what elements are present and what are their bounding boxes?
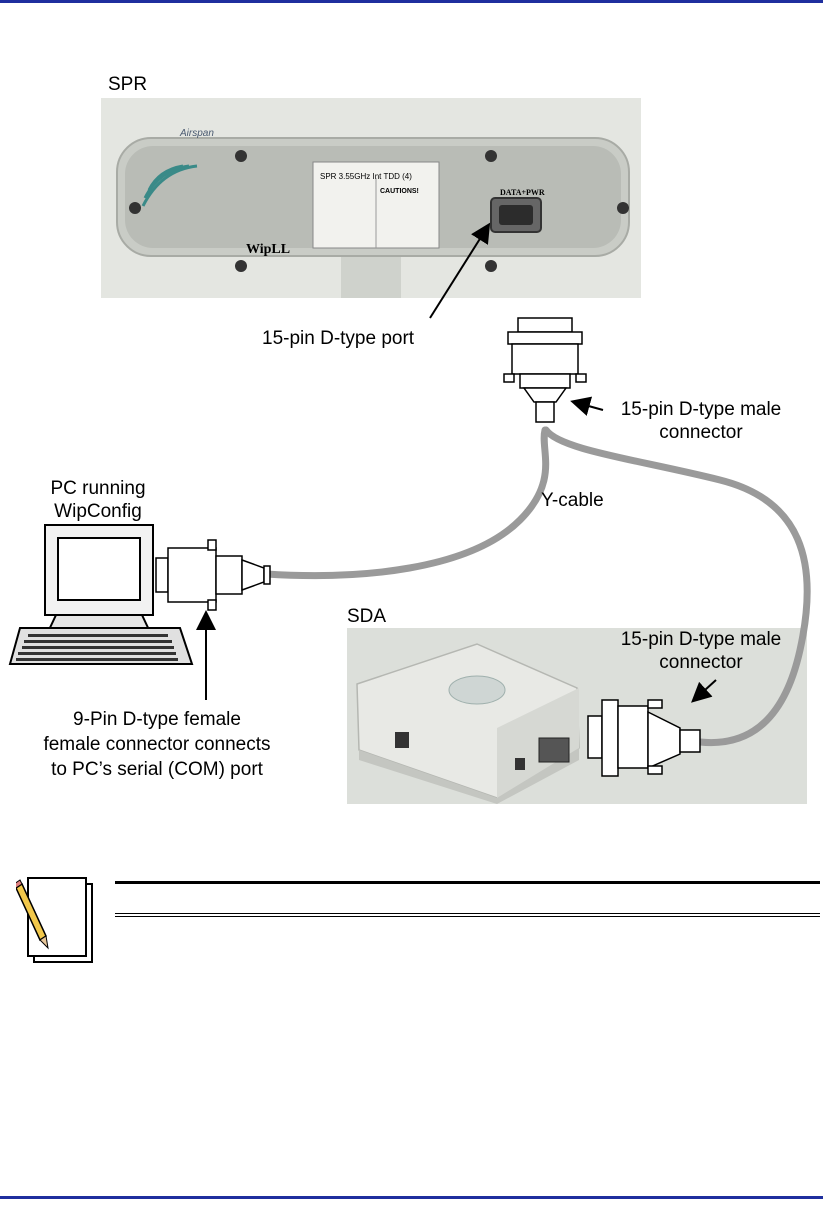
pc-computer-icon: [10, 525, 192, 664]
note-pencil-icon: [16, 870, 98, 966]
footer-rule: [0, 1196, 823, 1199]
arrow-to-port: [430, 226, 488, 318]
male-connector-sda-label-1: 15-pin D-type male: [596, 628, 806, 651]
spr-label: SPR: [108, 73, 147, 96]
female-connector-9pin: [156, 540, 270, 610]
male-connector-sda-label-2: connector: [596, 651, 806, 674]
note-rule-bottom: [115, 913, 820, 914]
note-rule-top: [115, 881, 820, 884]
sda-label: SDA: [347, 605, 386, 628]
port-label: 15-pin D-type port: [262, 327, 414, 350]
male-connector-top: [504, 318, 586, 422]
pc-label-line2: WipConfig: [38, 500, 158, 523]
pc-label-line1: PC running: [38, 477, 158, 500]
y-cable-label: Y-cable: [541, 489, 604, 512]
male-connector-top-label-2: connector: [596, 421, 806, 444]
y-cable-branch-sda: [546, 430, 807, 743]
female-label-2: female connector connects: [2, 733, 312, 756]
male-connector-sda: [588, 700, 700, 776]
y-cable-branch-pc: [266, 430, 546, 576]
female-label-3: to PC’s serial (COM) port: [2, 758, 312, 781]
note-rule-bottom-2: [115, 916, 820, 917]
female-label-1: 9-Pin D-type female: [2, 708, 312, 731]
arrow-to-male-sda: [694, 680, 716, 700]
male-connector-top-label-1: 15-pin D-type male: [596, 398, 806, 421]
